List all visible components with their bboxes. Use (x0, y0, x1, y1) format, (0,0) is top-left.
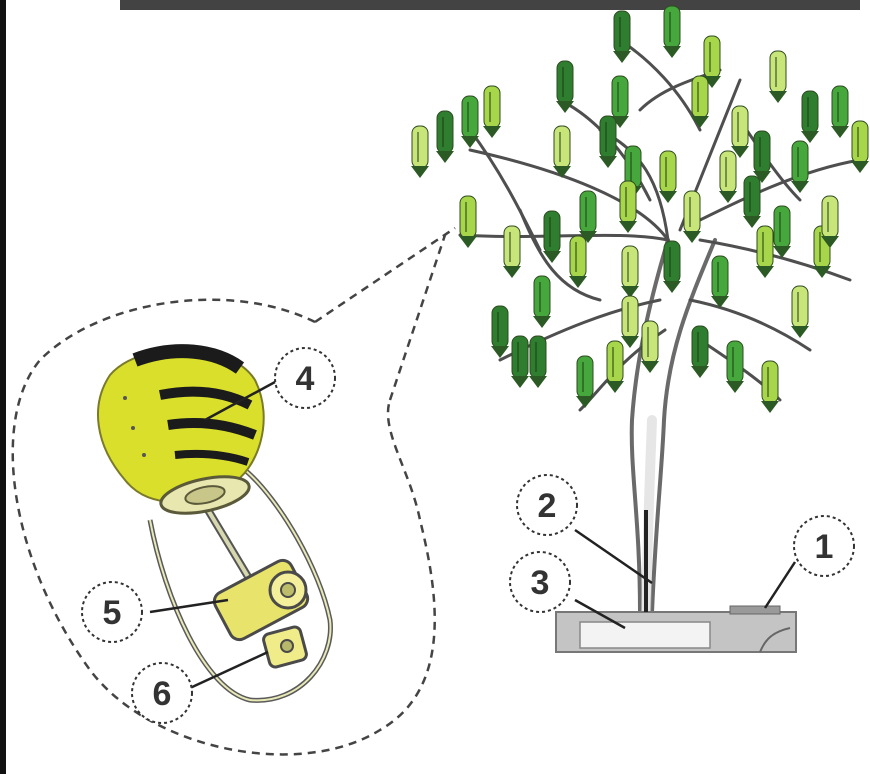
callout-1: 1 (794, 516, 854, 576)
leaf-turbine-icon (529, 336, 547, 388)
leaf-turbine-icon (511, 336, 529, 388)
leaf-turbine-icon (726, 341, 744, 393)
leaf-turbine-icon (641, 321, 659, 373)
leaf-turbine-icon (743, 176, 761, 228)
leaf-turbine-icon (663, 241, 681, 293)
leaf-turbine-icon (621, 296, 639, 348)
leaf-turbine-icon (756, 226, 774, 278)
leaf-turbine-icon (851, 121, 869, 173)
leaf-turbine-icon (731, 106, 749, 158)
callout-3-label: 3 (531, 564, 550, 602)
callout-3: 3 (510, 552, 570, 612)
leaf-turbine-icon (791, 141, 809, 193)
callout-6-label: 6 (153, 675, 172, 713)
base-housing (730, 606, 780, 614)
callout-4: 4 (275, 348, 335, 408)
leaf-turbine-icon (599, 116, 617, 168)
callout-2-label: 2 (538, 487, 557, 525)
leaf-turbine-icon (606, 341, 624, 393)
leaf-turbine-icon (613, 11, 631, 63)
leaf-turbine-icon (753, 131, 771, 183)
callout-4-label: 4 (296, 360, 315, 398)
leaf-turbine-icon (801, 91, 819, 143)
shaft-coupling (262, 626, 308, 669)
leaf-turbine-icon (659, 151, 677, 203)
leaf-turbine-icon (691, 326, 709, 378)
leaf-turbine-icon (663, 6, 681, 58)
foundation-inner (580, 622, 710, 648)
leaf-turbine-icon (436, 111, 454, 163)
leaf-turbine-icon (569, 236, 587, 288)
leaf-turbine-icon (576, 356, 594, 408)
callout-2: 2 (517, 475, 577, 535)
callout-1-label: 1 (815, 528, 834, 566)
callout-5: 5 (82, 582, 142, 642)
leaf-turbine-icon (621, 246, 639, 298)
leaf-turbine-icon (761, 361, 779, 413)
leaf-turbine-icon (533, 276, 551, 328)
leaf-turbine-icon (791, 286, 809, 338)
leaf-turbine-icon (683, 191, 701, 243)
leaf-turbine-icon (719, 151, 737, 203)
leaf-turbine-icon (411, 126, 429, 178)
leaf-turbine-icon (543, 211, 561, 263)
leaf-turbine-icon (483, 86, 501, 138)
leaf-turbine-icon (711, 256, 729, 308)
leaf-turbine-icon (773, 206, 791, 258)
leaf-turbine-icon (491, 306, 509, 358)
callout-5-label: 5 (103, 594, 122, 632)
cropped-title-band (120, 0, 860, 10)
leaf-turbine-icon (503, 226, 521, 278)
callout-6: 6 (132, 663, 192, 723)
leaf-turbine-icon (769, 51, 787, 103)
leaf-turbine-icon (619, 181, 637, 233)
leaf-turbine-icon (459, 196, 477, 248)
tree-base (556, 510, 796, 652)
leaf-turbine-blades (98, 349, 264, 520)
leaf-turbine-icon (831, 86, 849, 138)
leaf-turbine-icon (553, 126, 571, 178)
